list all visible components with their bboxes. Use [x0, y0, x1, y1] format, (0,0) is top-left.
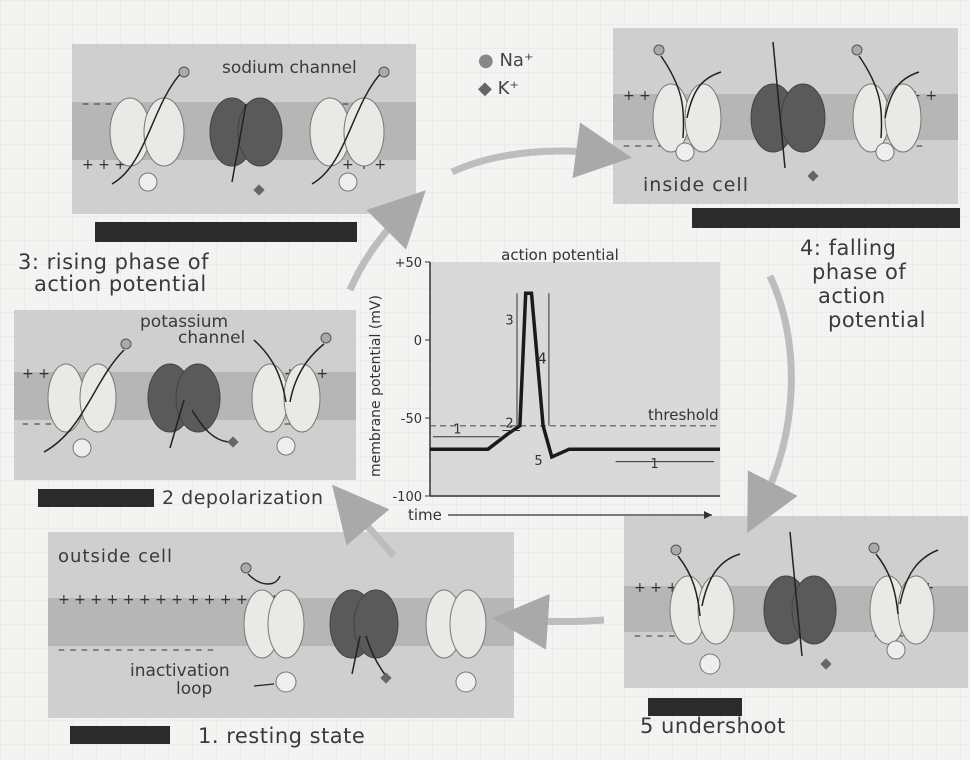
action-potential-chart: +50 0 -50 -100 action potential threshold t… — [360, 236, 730, 526]
arrow-5-to-1 — [520, 620, 604, 622]
chart-background — [430, 262, 720, 496]
phase-label-2: 2 — [505, 416, 513, 431]
phase-label-3: 3 — [505, 313, 513, 328]
y-tick-label: +50 — [395, 256, 422, 271]
x-axis-label: time — [408, 506, 442, 524]
arrow-3-to-4 — [452, 151, 604, 172]
time-arrow-head — [704, 511, 712, 519]
arrow-4-to-5 — [760, 276, 791, 508]
phase-label-5: 5 — [534, 454, 542, 469]
chart-title: action potential — [501, 246, 619, 264]
phase-label-4: 4 — [537, 349, 547, 367]
y-tick-label: -100 — [392, 490, 422, 505]
y-tick-label: 0 — [414, 334, 422, 349]
phase-label-1: 1 — [453, 423, 461, 438]
y-tick-label: -50 — [401, 412, 422, 427]
y-axis-label: membrane potential (mV) — [368, 295, 384, 477]
threshold-label: threshold — [648, 406, 719, 424]
phase-label-1-recovery: 1 — [650, 457, 658, 472]
